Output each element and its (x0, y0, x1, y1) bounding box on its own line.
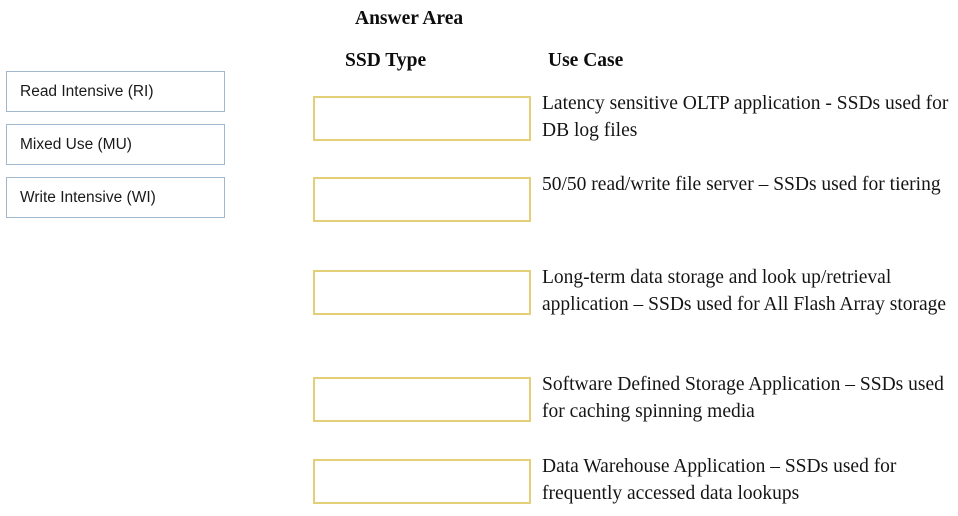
answer-row: 50/50 read/write file server – SSDs used… (313, 174, 953, 222)
source-option-label: Read Intensive (RI) (20, 82, 154, 100)
source-option-label: Mixed Use (MU) (20, 135, 132, 153)
source-option-write-intensive[interactable]: Write Intensive (WI) (6, 177, 225, 218)
drop-zone-ssd-type[interactable] (313, 459, 531, 505)
answer-row: Long-term data storage and look up/retri… (313, 267, 953, 319)
column-header-use-case: Use Case (548, 50, 624, 71)
source-option-label: Write Intensive (WI) (20, 188, 156, 206)
use-case-text: 50/50 read/write file server – SSDs used… (542, 173, 941, 195)
column-header-ssd-type: SSD Type (345, 50, 427, 71)
use-case-text: Data Warehouse Application – SSDs used f… (542, 456, 897, 505)
use-case-text: Software Defined Storage Application – S… (542, 373, 944, 422)
drop-zone-ssd-type[interactable] (313, 96, 531, 141)
use-case-text: Latency sensitive OLTP application - SSD… (542, 93, 949, 141)
drop-zone-ssd-type[interactable] (313, 269, 531, 315)
answer-row: Latency sensitive OLTP application - SSD… (313, 93, 953, 145)
use-case-text: Long-term data storage and look up/retri… (542, 266, 947, 315)
answer-row: Software Defined Storage Application – S… (313, 374, 953, 426)
source-option-read-intensive[interactable]: Read Intensive (RI) (6, 71, 225, 112)
answer-area-title: Answer Area (355, 8, 464, 29)
source-options-list: Read Intensive (RI) Mixed Use (MU) Write… (6, 71, 225, 230)
source-option-mixed-use[interactable]: Mixed Use (MU) (6, 124, 225, 165)
answer-rows: Latency sensitive OLTP application - SSD… (313, 93, 953, 508)
drop-zone-ssd-type[interactable] (313, 376, 531, 422)
drop-zone-ssd-type[interactable] (313, 176, 531, 222)
answer-row: Data Warehouse Application – SSDs used f… (313, 456, 953, 508)
